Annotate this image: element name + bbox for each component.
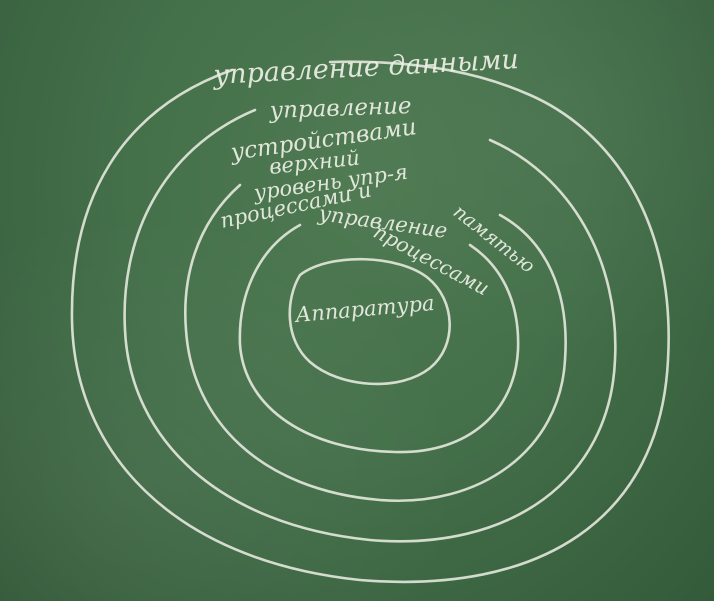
ring-hardware	[288, 257, 451, 386]
label-data-management: управление данными	[212, 44, 520, 91]
ring-upper-level	[184, 183, 567, 503]
ring-memory-process-management	[238, 223, 520, 454]
label-device-management-line1: управление	[268, 93, 412, 124]
ring-data-management	[70, 60, 670, 584]
label-hardware: Аппаратура	[292, 291, 435, 327]
ring-device-management	[123, 108, 617, 543]
